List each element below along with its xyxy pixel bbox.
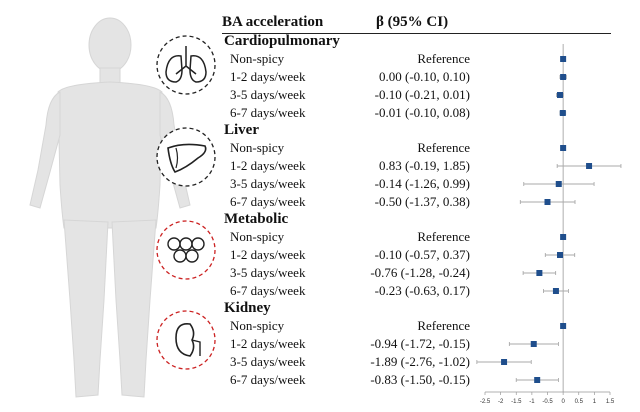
column-header-ba-acceleration: BA acceleration <box>222 14 324 30</box>
point-estimate-marker <box>560 145 567 151</box>
point-estimate-marker <box>560 234 567 240</box>
row-value: -0.23 (-0.63, 0.17) <box>374 283 470 298</box>
x-tick-label: 1.5 <box>606 399 615 405</box>
header-rule <box>222 33 611 34</box>
row-value: -0.83 (-1.50, -0.15) <box>370 372 470 387</box>
row-label: 6-7 days/week <box>230 372 306 387</box>
row-value: 0.83 (-0.19, 1.85) <box>379 158 470 173</box>
row-value: -0.94 (-1.72, -0.15) <box>370 336 470 351</box>
row-value: -0.10 (-0.57, 0.37) <box>374 247 470 262</box>
x-tick-label: -2.5 <box>480 399 491 405</box>
point-estimate-marker <box>586 163 593 169</box>
row-label: 6-7 days/week <box>230 105 306 120</box>
point-estimate-marker <box>534 377 541 383</box>
liver-icon <box>156 127 216 187</box>
row-label: 3-5 days/week <box>230 354 306 369</box>
x-tick-label: 0 <box>561 399 565 405</box>
x-tick-label: -1.5 <box>511 399 522 405</box>
row-label: Non-spicy <box>230 140 285 155</box>
row-value: Reference <box>417 229 470 244</box>
row-label: 1-2 days/week <box>230 158 306 173</box>
kidney-icon <box>156 310 216 370</box>
row-label: 1-2 days/week <box>230 336 306 351</box>
row-value: -0.50 (-1.37, 0.38) <box>374 194 470 209</box>
x-tick-label: -2 <box>498 399 504 405</box>
lungs-icon <box>156 35 216 95</box>
point-estimate-marker <box>560 56 567 62</box>
x-tick-label: -0.5 <box>542 399 553 405</box>
x-tick-label: -1 <box>529 399 535 405</box>
section-title-liver: Liver <box>224 122 259 138</box>
point-estimate-marker <box>501 359 508 365</box>
row-value: -1.89 (-2.76, -1.02) <box>370 354 470 369</box>
row-label: 3-5 days/week <box>230 176 306 191</box>
metabolic-cells-icon <box>156 220 216 280</box>
row-value: -0.76 (-1.28, -0.24) <box>370 265 470 280</box>
human-silhouette <box>29 17 191 398</box>
row-value: Reference <box>417 140 470 155</box>
row-label: 3-5 days/week <box>230 265 306 280</box>
point-estimate-marker <box>557 252 563 258</box>
row-value: -0.10 (-0.21, 0.01) <box>374 87 470 102</box>
section-title-cardiopulmonary: Cardiopulmonary <box>224 33 340 49</box>
column-header-beta-ci: β (95% CI) <box>376 14 449 30</box>
row-label: 3-5 days/week <box>230 87 306 102</box>
point-estimate-marker <box>560 323 567 329</box>
point-estimate-marker <box>552 288 559 294</box>
row-value: -0.14 (-1.26, 0.99) <box>374 176 470 191</box>
row-label: 1-2 days/week <box>230 69 306 84</box>
row-label: 6-7 days/week <box>230 283 306 298</box>
point-estimate-marker <box>544 199 551 205</box>
row-label: 1-2 days/week <box>230 247 306 262</box>
section-title-kidney: Kidney <box>224 300 271 316</box>
point-estimate-marker <box>557 92 563 98</box>
row-label: Non-spicy <box>230 229 285 244</box>
x-tick-label: 0.5 <box>575 399 584 405</box>
point-estimate-marker <box>560 74 567 80</box>
section-title-metabolic: Metabolic <box>224 211 289 227</box>
x-tick-label: 1 <box>593 399 597 405</box>
row-label: Non-spicy <box>230 51 285 66</box>
row-value: -0.01 (-0.10, 0.08) <box>374 105 470 120</box>
row-label: Non-spicy <box>230 318 285 333</box>
row-label: 6-7 days/week <box>230 194 306 209</box>
row-value: Reference <box>417 318 470 333</box>
point-estimate-marker <box>530 341 537 347</box>
point-estimate-marker <box>536 270 543 276</box>
row-value: 0.00 (-0.10, 0.10) <box>379 69 470 84</box>
row-value: Reference <box>417 51 470 66</box>
point-estimate-marker <box>559 110 566 116</box>
point-estimate-marker <box>555 181 562 187</box>
